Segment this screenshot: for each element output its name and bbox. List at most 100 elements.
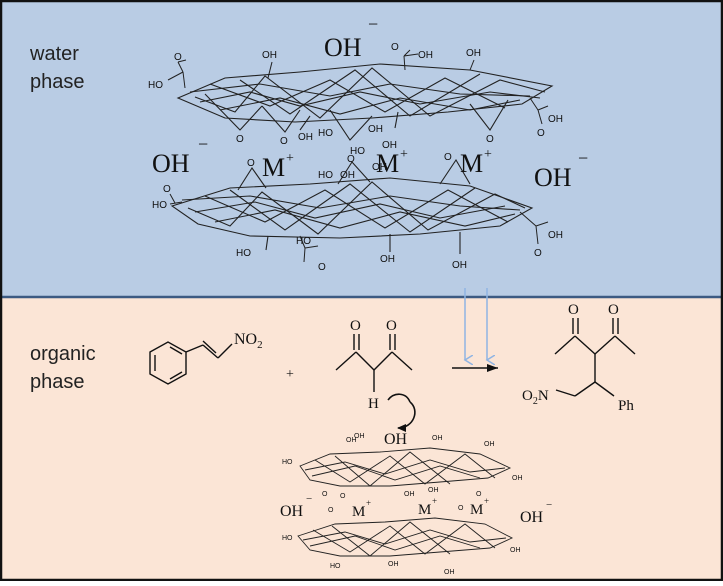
epoxy-o-6: O xyxy=(444,152,452,163)
s-metal-2: M xyxy=(418,502,431,518)
acetylacetone-structure xyxy=(335,334,413,392)
oh-top-2: OH xyxy=(466,48,481,59)
s-o-5: O xyxy=(458,505,464,512)
s-o-4: O xyxy=(328,507,334,514)
product-carbonyl-o-1: O xyxy=(568,302,579,318)
ions-water-phase: OH − OH − OH − M + M + M + xyxy=(152,14,588,192)
epoxy-o-2: O xyxy=(280,136,288,147)
s-o-3: O xyxy=(476,491,482,498)
oh-lower-2: OH xyxy=(340,170,355,181)
base-hydroxide-oh-label: OH xyxy=(354,433,365,440)
proton-abstraction-arrow xyxy=(397,401,416,432)
oh-lower-6: OH xyxy=(452,260,467,271)
cooh-ho-1: HO xyxy=(148,80,163,91)
s-ho-3: HO xyxy=(330,563,341,570)
acac-carbonyl-o-2: O xyxy=(386,318,397,334)
oh-lower-5: OH xyxy=(380,254,395,265)
s-metal-3-charge: + xyxy=(484,496,489,506)
epoxy-o-1: O xyxy=(236,134,244,145)
s-oh-7: OH xyxy=(388,561,399,568)
s-ho-1: HO xyxy=(282,459,293,466)
acac-carbonyl-o-1: O xyxy=(350,318,361,334)
product-nitro-group: O2N xyxy=(522,388,549,407)
hydroxide-charge-left: − xyxy=(198,134,208,154)
s-hydroxide-left: OH xyxy=(280,503,304,520)
oh-bottom-5: OH xyxy=(382,140,397,151)
s-oh-9: OH xyxy=(510,547,521,554)
metal-cation-3: M xyxy=(460,149,483,178)
functional-groups-lower: O O HO OH OH O HO O HO HO O OH OH OH O xyxy=(152,152,563,273)
epoxy-o-5: O xyxy=(347,154,355,165)
s-oh-2: OH xyxy=(432,435,443,442)
michael-adduct-structure xyxy=(554,318,636,397)
s-o-2: O xyxy=(340,493,346,500)
s-oh-1: OH xyxy=(346,437,357,444)
s-oh-6: OH xyxy=(428,487,439,494)
functional-groups-small: OH OH OH HO OH O O OH OH O HO O O HO OH … xyxy=(282,435,523,576)
cooh-o-5: O xyxy=(318,262,326,273)
oh-top-1: OH xyxy=(262,50,277,61)
s-ho-2: HO xyxy=(282,535,293,542)
graphene-oxide-sheet-lower xyxy=(170,158,534,254)
cooh-o-4: O xyxy=(163,184,171,195)
oh-lower-3: OH xyxy=(372,162,387,173)
oh-bottom-2: HO xyxy=(318,128,333,139)
s-metal-1-charge: + xyxy=(366,498,371,508)
s-metal-2-charge: + xyxy=(432,496,437,506)
cooh-oh-3: OH xyxy=(548,114,563,125)
metal-charge-1: + xyxy=(286,151,294,166)
s-oh-3: OH xyxy=(484,441,495,448)
hydroxide-ion-top: OH xyxy=(324,33,362,62)
proton-abstraction-arrow-top xyxy=(387,393,411,403)
organic-phase-label-line2: phase xyxy=(30,371,85,393)
base-hydroxide: OH xyxy=(384,431,408,448)
s-hydroxide-left-charge: − xyxy=(306,493,312,505)
nitrostyrene-structure xyxy=(149,340,233,385)
oh-lower-1: HO xyxy=(318,170,333,181)
phase-transfer-arrows xyxy=(465,288,487,360)
cooh-o-3: O xyxy=(537,128,545,139)
s-oh-5: OH xyxy=(404,491,415,498)
graphene-oxide-sheet-small-lower xyxy=(297,517,514,557)
organic-phase-region xyxy=(1,297,722,580)
cooh-o-2: O xyxy=(391,42,399,53)
cooh-oh-6: OH xyxy=(548,230,563,241)
epoxy-o-3: O xyxy=(486,134,494,145)
acidic-hydrogen: H xyxy=(368,396,379,412)
water-phase-label-line1: water xyxy=(29,43,79,65)
s-hydroxide-right: OH xyxy=(520,509,544,526)
s-hydroxide-right-charge: − xyxy=(546,499,552,511)
cooh-o-1: O xyxy=(174,52,182,63)
s-oh-8: OH xyxy=(444,569,455,576)
graphene-oxide-sheet-upper xyxy=(176,63,554,141)
water-phase-region xyxy=(1,1,722,297)
hydroxide-ion-left: OH xyxy=(152,149,190,178)
oh-bottom-4: HO xyxy=(350,146,365,157)
nitro-group: NO2 xyxy=(234,331,263,351)
cooh-oh-2: OH xyxy=(418,50,433,61)
functional-groups-upper: O HO OH O OH OH OH O O O OH HO OH HO OH … xyxy=(148,42,563,157)
plus-sign: + xyxy=(286,367,294,382)
ions-organic-phase: OH − OH − M + M + M + xyxy=(280,493,552,526)
hydroxide-charge-top: − xyxy=(368,14,378,34)
organic-phase-label-line1: organic xyxy=(30,343,96,365)
cooh-ho-5: HO xyxy=(296,236,311,247)
metal-charge-2: + xyxy=(400,147,408,162)
hydroxide-charge-right: − xyxy=(578,148,588,168)
phenyl-group: Ph xyxy=(618,398,634,414)
oh-bottom-1: OH xyxy=(298,132,313,143)
oh-lower-4: HO xyxy=(236,248,251,259)
metal-cation-1: M xyxy=(262,153,285,182)
s-o-1: O xyxy=(322,491,328,498)
hydroxide-ion-right: OH xyxy=(534,163,572,192)
water-phase-label-line2: phase xyxy=(30,71,85,93)
oh-bottom-3: OH xyxy=(368,124,383,135)
cooh-ho-4: HO xyxy=(152,200,167,211)
epoxy-o-4: O xyxy=(247,158,255,169)
cooh-o-6: O xyxy=(534,248,542,259)
s-oh-4: OH xyxy=(512,475,523,482)
product-carbonyl-o-2: O xyxy=(608,302,619,318)
